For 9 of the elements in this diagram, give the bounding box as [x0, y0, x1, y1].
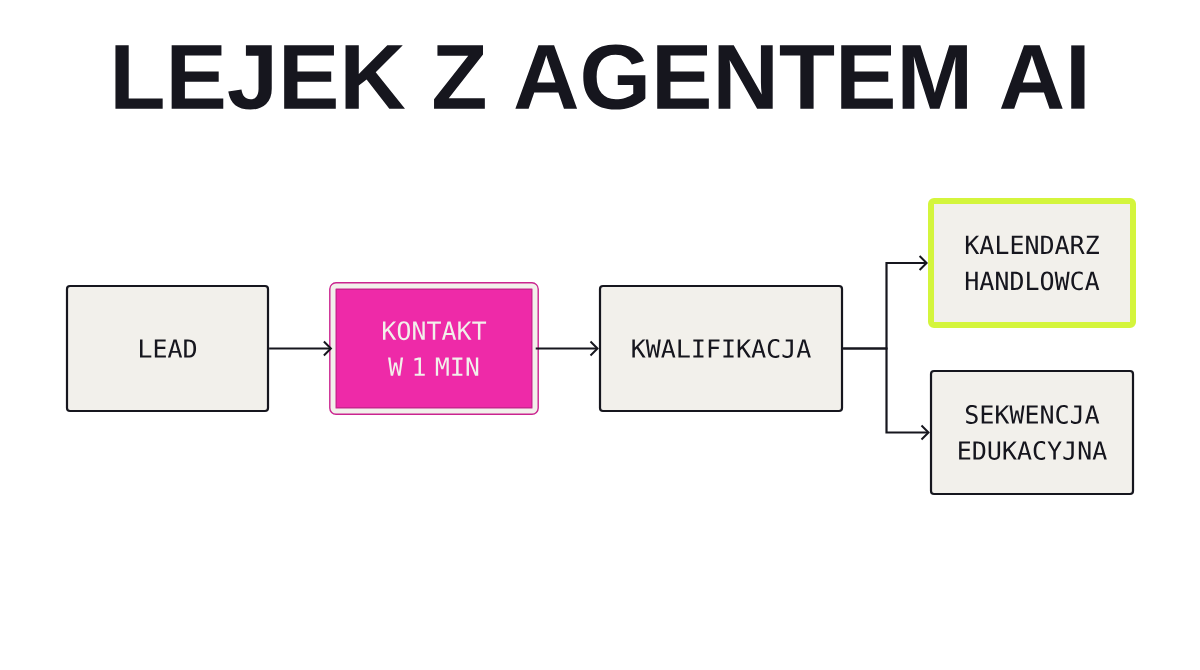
title: LEJEK Z AGENTEM AI — [115, 44, 1085, 110]
arrow — [535, 340, 599, 357]
highlighted-box: KALENDARZ HANDLOWCA — [928, 198, 1136, 328]
arrow — [269, 340, 333, 357]
highlighted-box: KONTAKT W 1 MIN — [329, 282, 539, 415]
process-box: LEAD — [65, 284, 270, 413]
arrow — [843, 347, 930, 441]
process-box: KWALIFIKACJA — [598, 284, 844, 413]
process-box: SEKWENCJA EDUKACYJNA — [929, 369, 1135, 496]
